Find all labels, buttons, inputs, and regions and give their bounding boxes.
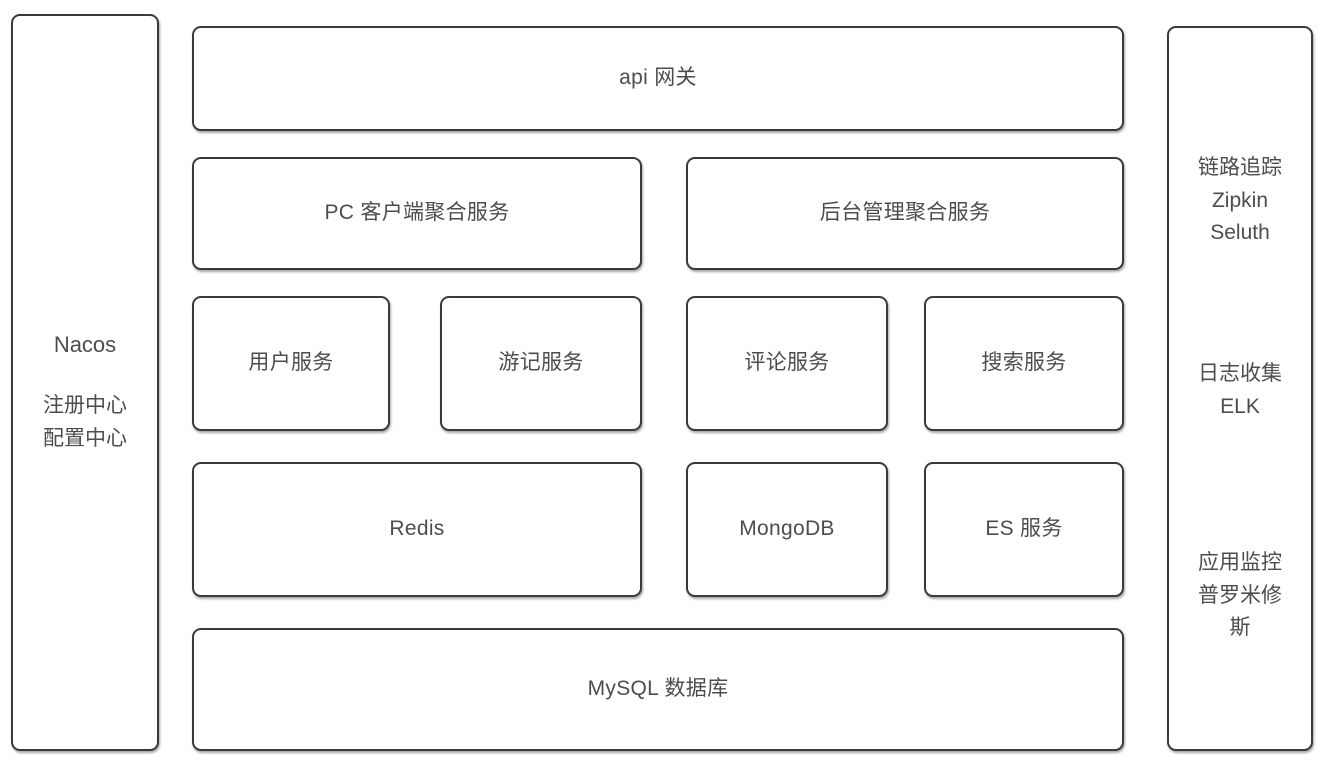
right-panel-block-logging: 日志收集 ELK [1198,362,1282,418]
left-panel-nacos[interactable]: Nacos 注册中心 配置中心 [11,14,159,751]
box-comment-service-label: 评论服务 [744,351,830,375]
box-search-service[interactable]: 搜索服务 [924,296,1124,431]
box-travel-note-service-label: 游记服务 [498,351,584,375]
box-mysql-database-label: MySQL 数据库 [587,677,729,701]
box-redis-label: Redis [389,517,445,541]
nacos-subtitle: 注册中心 配置中心 [43,394,127,450]
box-travel-note-service[interactable]: 游记服务 [440,296,642,431]
box-comment-service[interactable]: 评论服务 [686,296,888,431]
box-user-service[interactable]: 用户服务 [192,296,390,431]
box-redis[interactable]: Redis [192,462,642,597]
box-api-gateway-label: api 网关 [619,66,697,90]
right-panel-ops[interactable]: 链路追踪 Zipkin Seluth 日志收集 ELK 应用监控 普罗米修 斯 [1167,26,1313,751]
box-api-gateway[interactable]: api 网关 [192,26,1124,131]
box-user-service-label: 用户服务 [248,351,334,375]
box-search-service-label: 搜索服务 [981,351,1067,375]
box-mysql-database[interactable]: MySQL 数据库 [192,628,1124,751]
box-admin-aggregation-service[interactable]: 后台管理聚合服务 [686,157,1124,270]
right-panel-block-tracing: 链路追踪 Zipkin Seluth [1198,156,1282,245]
box-pc-client-aggregation-service[interactable]: PC 客户端聚合服务 [192,157,642,270]
nacos-title: Nacos [53,332,117,357]
box-mongodb-label: MongoDB [739,517,835,541]
box-mongodb[interactable]: MongoDB [686,462,888,597]
box-es-service-label: ES 服务 [985,517,1063,541]
box-es-service[interactable]: ES 服务 [924,462,1124,597]
box-pc-client-aggregation-service-label: PC 客户端聚合服务 [324,201,510,225]
right-panel-block-monitoring: 应用监控 普罗米修 斯 [1198,551,1282,640]
box-admin-aggregation-service-label: 后台管理聚合服务 [819,201,991,225]
